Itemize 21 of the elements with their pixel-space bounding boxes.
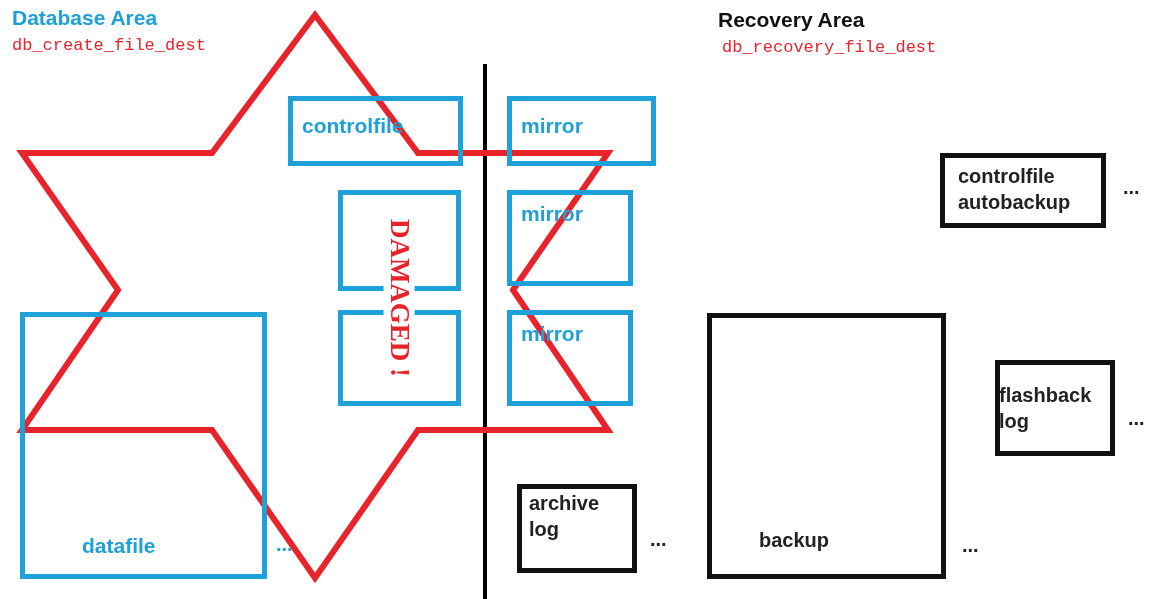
box-label: backup xyxy=(759,528,831,553)
ellipsis-text: ... xyxy=(962,534,979,557)
box-label: datafile xyxy=(82,534,156,558)
file-box xyxy=(507,310,633,406)
file-box xyxy=(20,312,267,579)
ellipsis-text: ... xyxy=(1128,407,1145,430)
file-box xyxy=(507,96,656,166)
box-label: mirror xyxy=(521,114,583,138)
box-label: controlfile autobackup xyxy=(958,164,1072,215)
box-label: archive log xyxy=(529,491,601,542)
area-heading: Recovery Area xyxy=(718,8,865,32)
ellipsis-text: ... xyxy=(650,528,667,551)
ellipsis-text: ... xyxy=(276,533,293,556)
parameter-name: db_recovery_file_dest xyxy=(722,38,937,57)
file-box xyxy=(940,153,1106,228)
parameter-name: db_create_file_dest xyxy=(12,36,206,55)
file-box xyxy=(707,313,946,579)
area-heading: Database Area xyxy=(12,6,158,30)
file-box xyxy=(507,190,633,286)
ellipsis-text: ... xyxy=(1123,176,1140,199)
file-box xyxy=(517,484,637,573)
